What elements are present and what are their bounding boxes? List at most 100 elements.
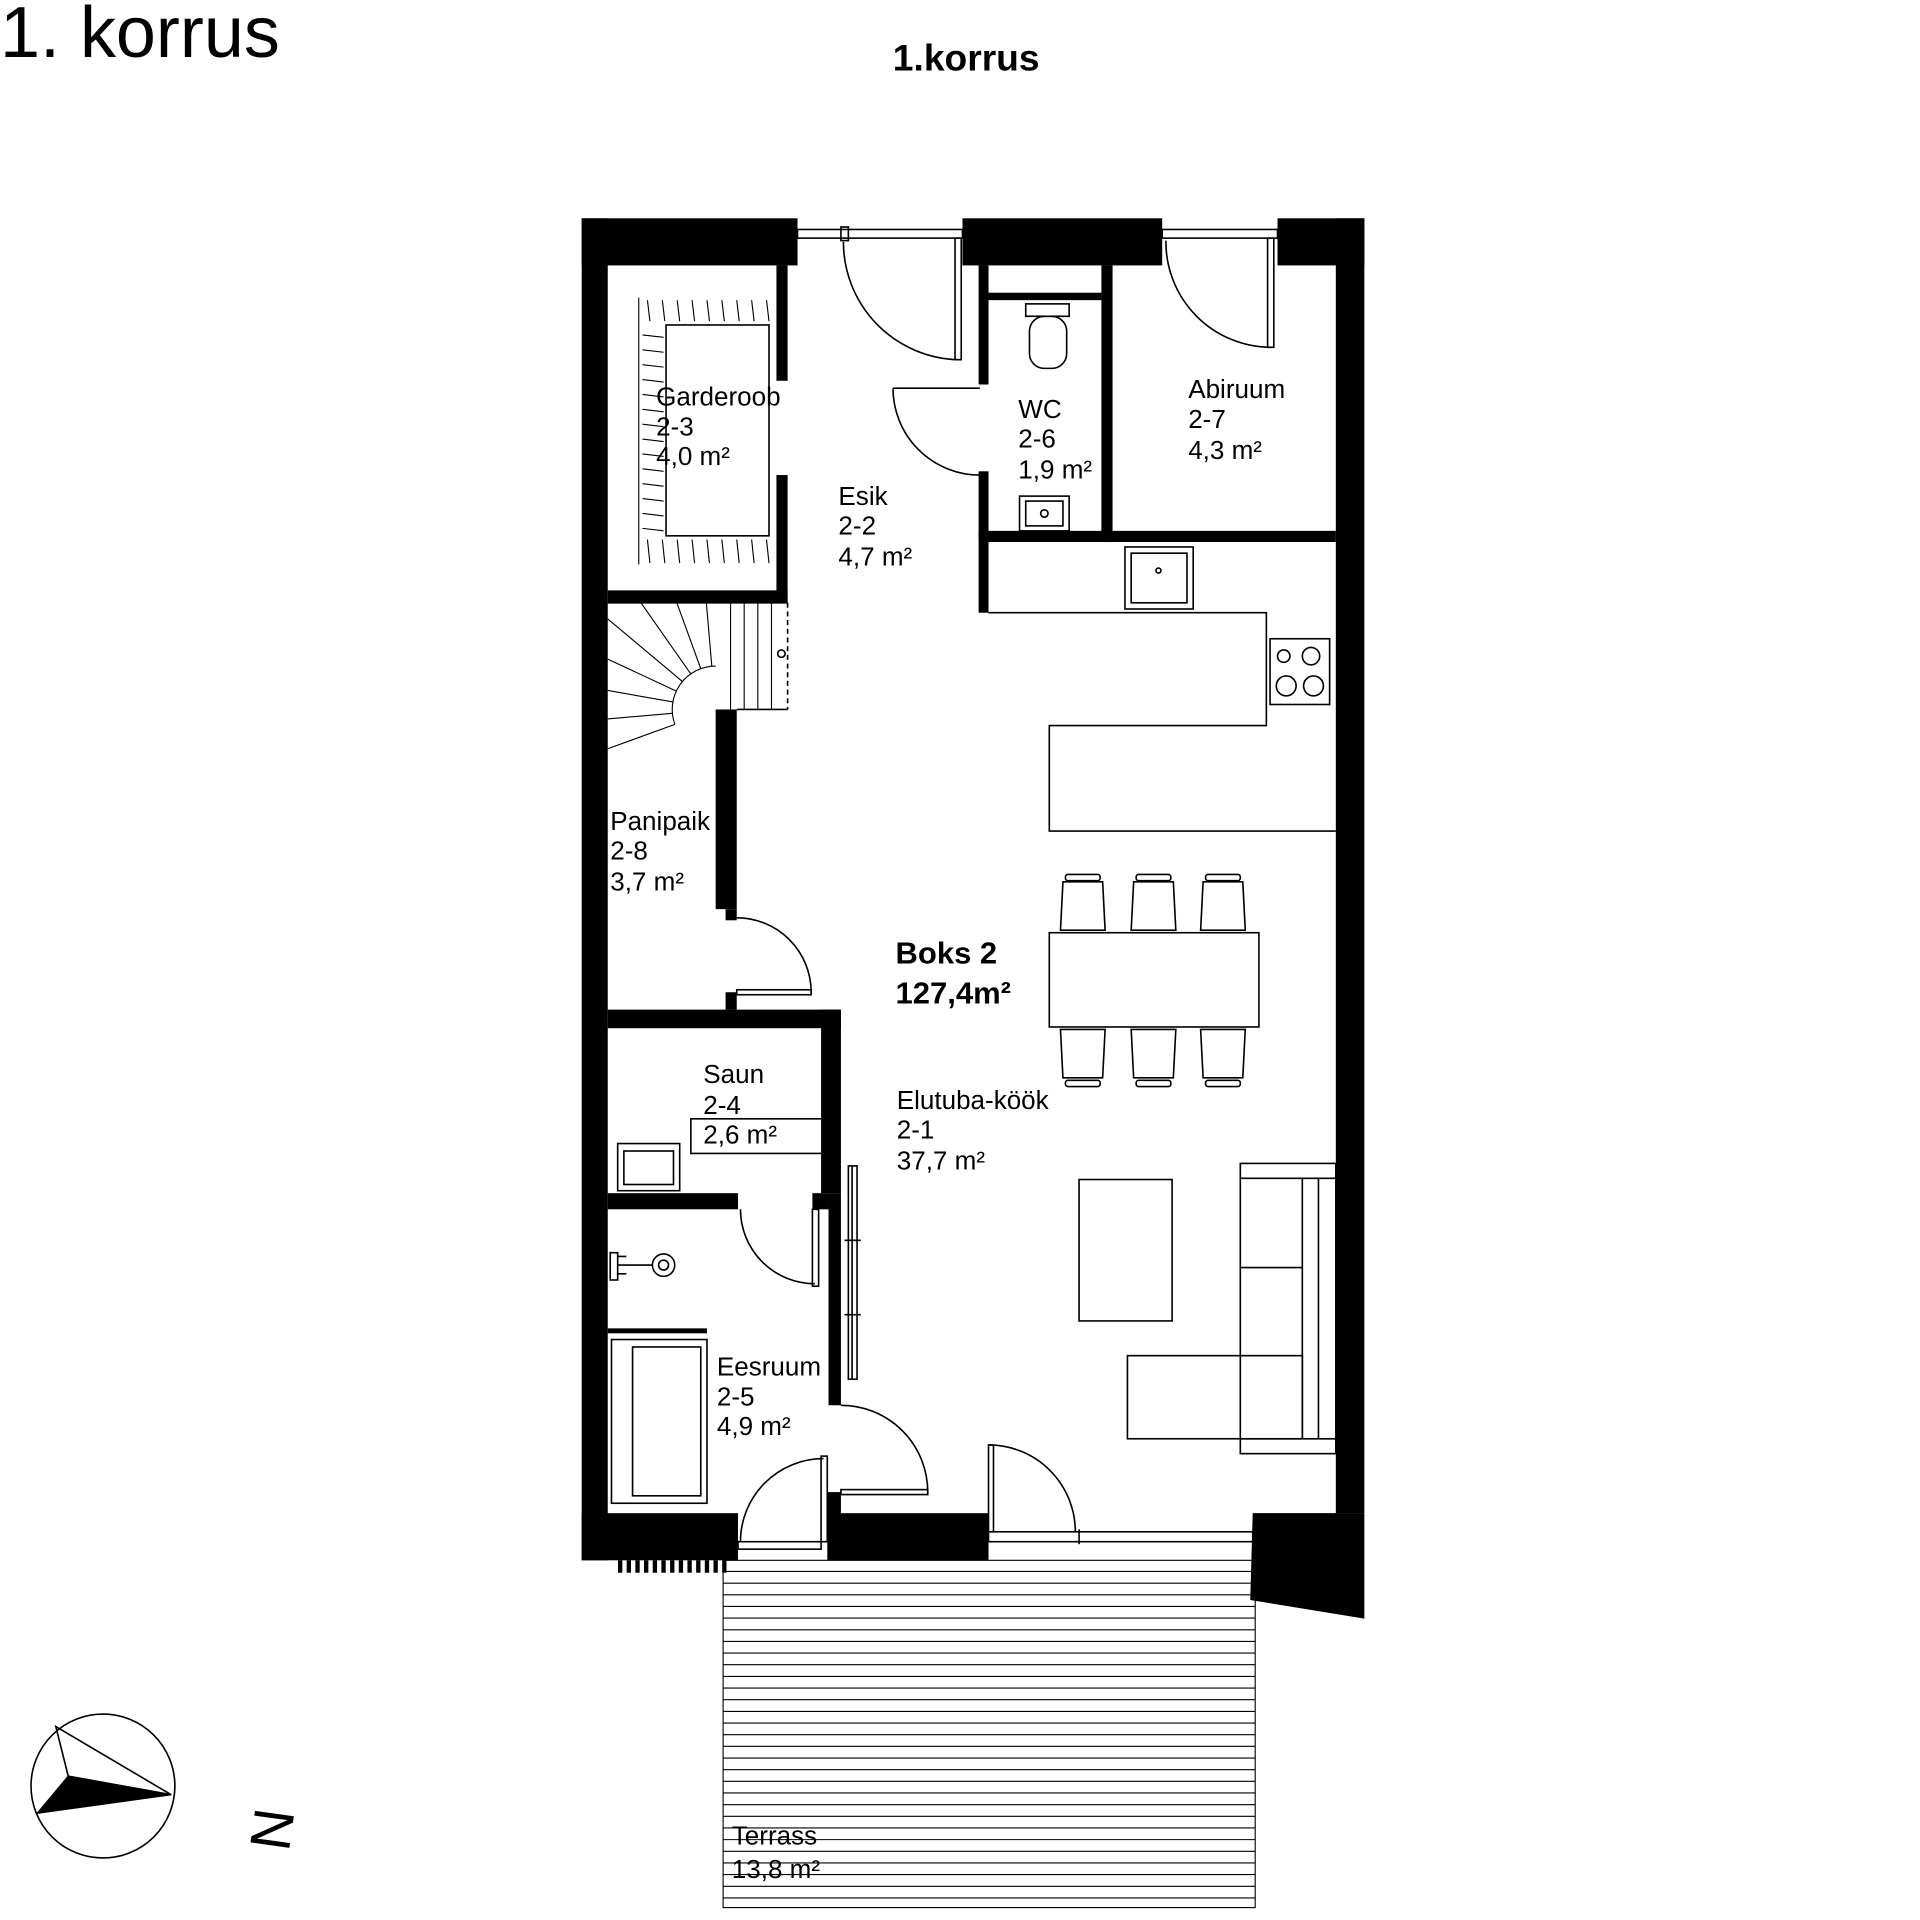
room-area: 4,0 m² — [656, 441, 730, 471]
stair-tread — [607, 712, 673, 720]
room-label-esik: Esik 2-2 4,7 m² — [838, 481, 912, 572]
top-wall-left — [581, 218, 798, 266]
stair-tread — [607, 618, 683, 682]
wc-fixtures — [1018, 303, 1070, 532]
eesruum-threshold — [737, 1540, 822, 1550]
door-swing — [736, 917, 812, 993]
room-label-panipaik: Panipaik 2-8 3,7 m² — [610, 806, 711, 897]
wc-sink-basin — [1024, 500, 1064, 527]
stair-inner-curve — [671, 665, 716, 725]
room-name: Elutuba-köök — [897, 1085, 1050, 1115]
hanger — [642, 438, 664, 443]
room-code: 2-7 — [1188, 404, 1226, 434]
panipaik-door — [735, 917, 812, 996]
chair-seat — [1199, 881, 1247, 932]
garderoob-wall-upper — [776, 265, 788, 381]
room-label-wc: WC 2-6 1,9 m² — [1018, 394, 1092, 485]
shower-mount — [609, 1251, 619, 1281]
saun-wall-bottom — [607, 1193, 738, 1210]
kitchen-sink-drain — [1155, 567, 1162, 574]
right-wall — [1335, 218, 1365, 1514]
wc-wall-right — [1101, 265, 1113, 543]
hanger — [736, 300, 740, 322]
room-label-garderoob: Garderoob 2-3 4,0 m² — [656, 382, 780, 472]
hanger — [642, 468, 664, 472]
door-swing — [840, 1404, 929, 1493]
hanger — [765, 539, 770, 564]
room-area: 4,3 m² — [1188, 435, 1262, 465]
chair-seat — [1130, 1028, 1177, 1079]
door-swing — [988, 1444, 1077, 1532]
room-area: 4,9 m² — [717, 1411, 791, 1441]
hanger — [721, 539, 725, 564]
hanger — [751, 300, 755, 322]
floor-title: 1.korrus — [893, 37, 1040, 79]
unit-area: 127,4m² — [896, 975, 1011, 1010]
bottom-right-wall — [1250, 1513, 1365, 1619]
shower-head — [651, 1253, 676, 1278]
stair-wall-stub — [725, 909, 737, 921]
garderoob-wall-lower — [776, 475, 788, 603]
wc-door — [892, 387, 980, 476]
hanger — [642, 527, 664, 532]
shower-head-center — [657, 1259, 670, 1271]
kitchen-sink — [1124, 546, 1194, 610]
hanger — [691, 539, 696, 564]
bottom-wall-middle — [827, 1513, 989, 1561]
room-label-abiruum: Abiruum 2-7 4,3 m² — [1188, 374, 1285, 465]
saun-door-stub — [812, 1193, 829, 1210]
eesruum-wall-right — [828, 1193, 841, 1406]
stair-tread — [607, 723, 676, 750]
cooktop-burner — [1276, 649, 1291, 664]
hanger — [642, 334, 664, 338]
stair-tread — [705, 602, 713, 667]
door-leaf — [840, 1488, 929, 1496]
door-leaf — [820, 1455, 829, 1543]
compass-needle-dark — [35, 1775, 172, 1815]
wc-inner-wall — [988, 292, 1102, 301]
doors — [735, 237, 1275, 1543]
room-name: Saun — [703, 1059, 764, 1089]
living-door-stub — [827, 1492, 841, 1516]
unit-name: Boks 2 — [896, 936, 998, 971]
terrace-deck — [722, 1559, 1256, 1909]
stair-tread — [640, 602, 692, 675]
room-label-elutuba-kook: Elutuba-köök 2-1 37,7 m² — [897, 1085, 1050, 1176]
hanger — [706, 300, 711, 322]
bench-bar — [607, 1328, 707, 1334]
chair-seat — [1199, 1028, 1247, 1079]
room-area: 4,7 m² — [838, 542, 912, 572]
wardrobe-rail — [665, 324, 770, 537]
sauna-bench — [690, 1117, 822, 1155]
hanger — [642, 483, 664, 487]
kitchen-counter — [988, 611, 1336, 832]
hanger — [765, 300, 770, 322]
sofa — [1239, 1162, 1337, 1455]
cabinet-inner — [631, 1346, 702, 1497]
bottom-wall-left — [581, 1513, 738, 1561]
threshold-jamb — [840, 226, 850, 242]
room-name: Terrass — [732, 1820, 817, 1850]
kitchen — [988, 546, 1336, 832]
room-name: WC — [1018, 394, 1061, 424]
hanger — [642, 393, 664, 398]
hanger — [642, 349, 664, 353]
room-area: 13,8 m² — [732, 1854, 821, 1884]
saun-door — [739, 1208, 820, 1288]
door-swing — [892, 388, 980, 476]
sofa-chaise — [1126, 1354, 1304, 1440]
hanger — [721, 300, 725, 322]
hanger — [642, 408, 664, 413]
hanger — [676, 300, 681, 322]
hanger — [706, 539, 711, 564]
entrance-door — [842, 237, 963, 361]
compass: N — [30, 1713, 307, 1859]
staircase — [607, 601, 789, 750]
chair-back — [1204, 873, 1242, 882]
hanger — [642, 378, 664, 383]
saun-wall-right — [821, 1009, 841, 1194]
room-name: Panipaik — [610, 806, 711, 836]
left-wall — [581, 218, 608, 1561]
door-leaf — [1266, 237, 1275, 349]
drain-grate — [617, 1560, 727, 1573]
